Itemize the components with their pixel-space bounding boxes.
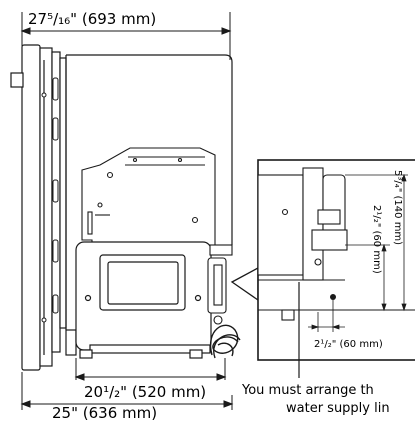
right-fittings [207,244,233,325]
callout-pointer [230,266,259,302]
top-width-label: 27⁵/₁₆" (693 mm) [28,10,156,28]
hose-coil [209,324,241,359]
bottom-width-dimension [20,372,234,410]
detail-box: 5³/₄" (140 mm) 2¹/₂" (60 mm) 2¹/₂" (60 m… [257,159,415,361]
detail-height-inner-label: 2¹/₂" (60 mm) [371,205,382,274]
inner-bracket [81,147,216,251]
bottom-width-label: 25" (636 mm) [52,404,157,420]
detail-height-outer-label: 5³/₄" (140 mm) [392,170,403,245]
detail-horizontal-label: 2¹/₂" (60 mm) [314,339,383,350]
door-slots [41,77,59,323]
base-unit [75,241,212,359]
note-line-2: water supply lin [286,401,390,416]
inner-width-label: 20¹/₂" (520 mm) [84,383,206,401]
inner-width-dimension [74,358,227,381]
note-line-1: You must arrange th [241,383,374,398]
